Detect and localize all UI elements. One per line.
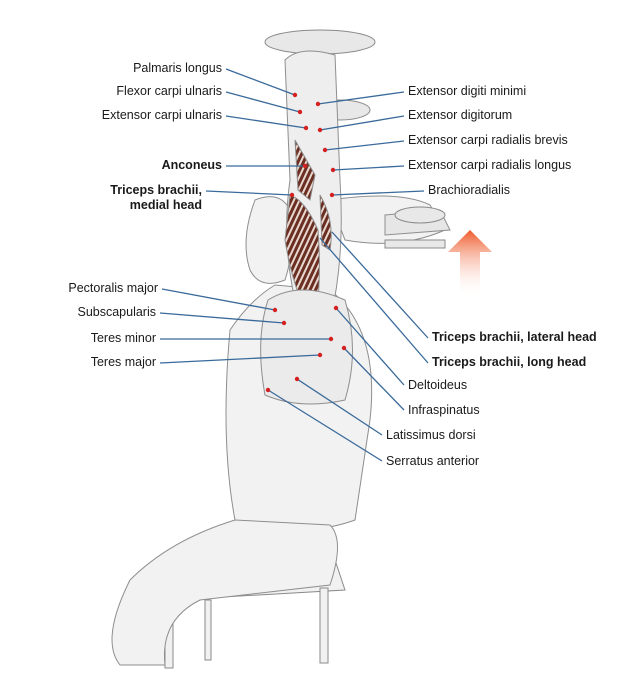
label-serratus-anterior: Serratus anterior	[386, 454, 480, 468]
label-triceps-medial-line1: Triceps brachii,	[110, 183, 202, 197]
direction-arrow	[448, 230, 492, 298]
label-anconeus: Anconeus	[161, 158, 222, 172]
label-flexor-carpi-ulnaris: Flexor carpi ulnaris	[116, 84, 222, 98]
label-subscapularis: Subscapularis	[77, 305, 156, 319]
label-latissimus-dorsi: Latissimus dorsi	[386, 428, 476, 442]
markers	[265, 92, 347, 393]
label-deltoideus: Deltoideus	[408, 378, 468, 392]
label-pectoralis-major: Pectoralis major	[68, 281, 158, 295]
label-ecr-longus: Extensor carpi radialis longus	[408, 158, 572, 172]
label-infraspinatus: Infraspinatus	[408, 403, 480, 417]
label-brachioradialis: Brachioradialis	[428, 183, 510, 197]
label-triceps-medial-line2: medial head	[129, 198, 202, 212]
label-triceps-medial: Triceps brachii,medial head	[110, 183, 202, 213]
label-extensor-digitorum: Extensor digitorum	[408, 108, 513, 122]
label-teres-minor: Teres minor	[90, 331, 156, 345]
label-teres-major: Teres major	[90, 355, 156, 369]
label-ecr-brevis: Extensor carpi radialis brevis	[408, 133, 568, 147]
leader-lines	[159, 68, 429, 462]
label-triceps-lateral: Triceps brachii, lateral head	[432, 330, 597, 344]
label-palmaris-longus: Palmaris longus	[133, 61, 222, 75]
label-triceps-long: Triceps brachii, long head	[432, 355, 587, 369]
label-extensor-carpi-ulnaris: Extensor carpi ulnaris	[101, 108, 222, 122]
label-extensor-digiti-minimi: Extensor digiti minimi	[408, 84, 527, 98]
raised-arm	[260, 50, 353, 405]
